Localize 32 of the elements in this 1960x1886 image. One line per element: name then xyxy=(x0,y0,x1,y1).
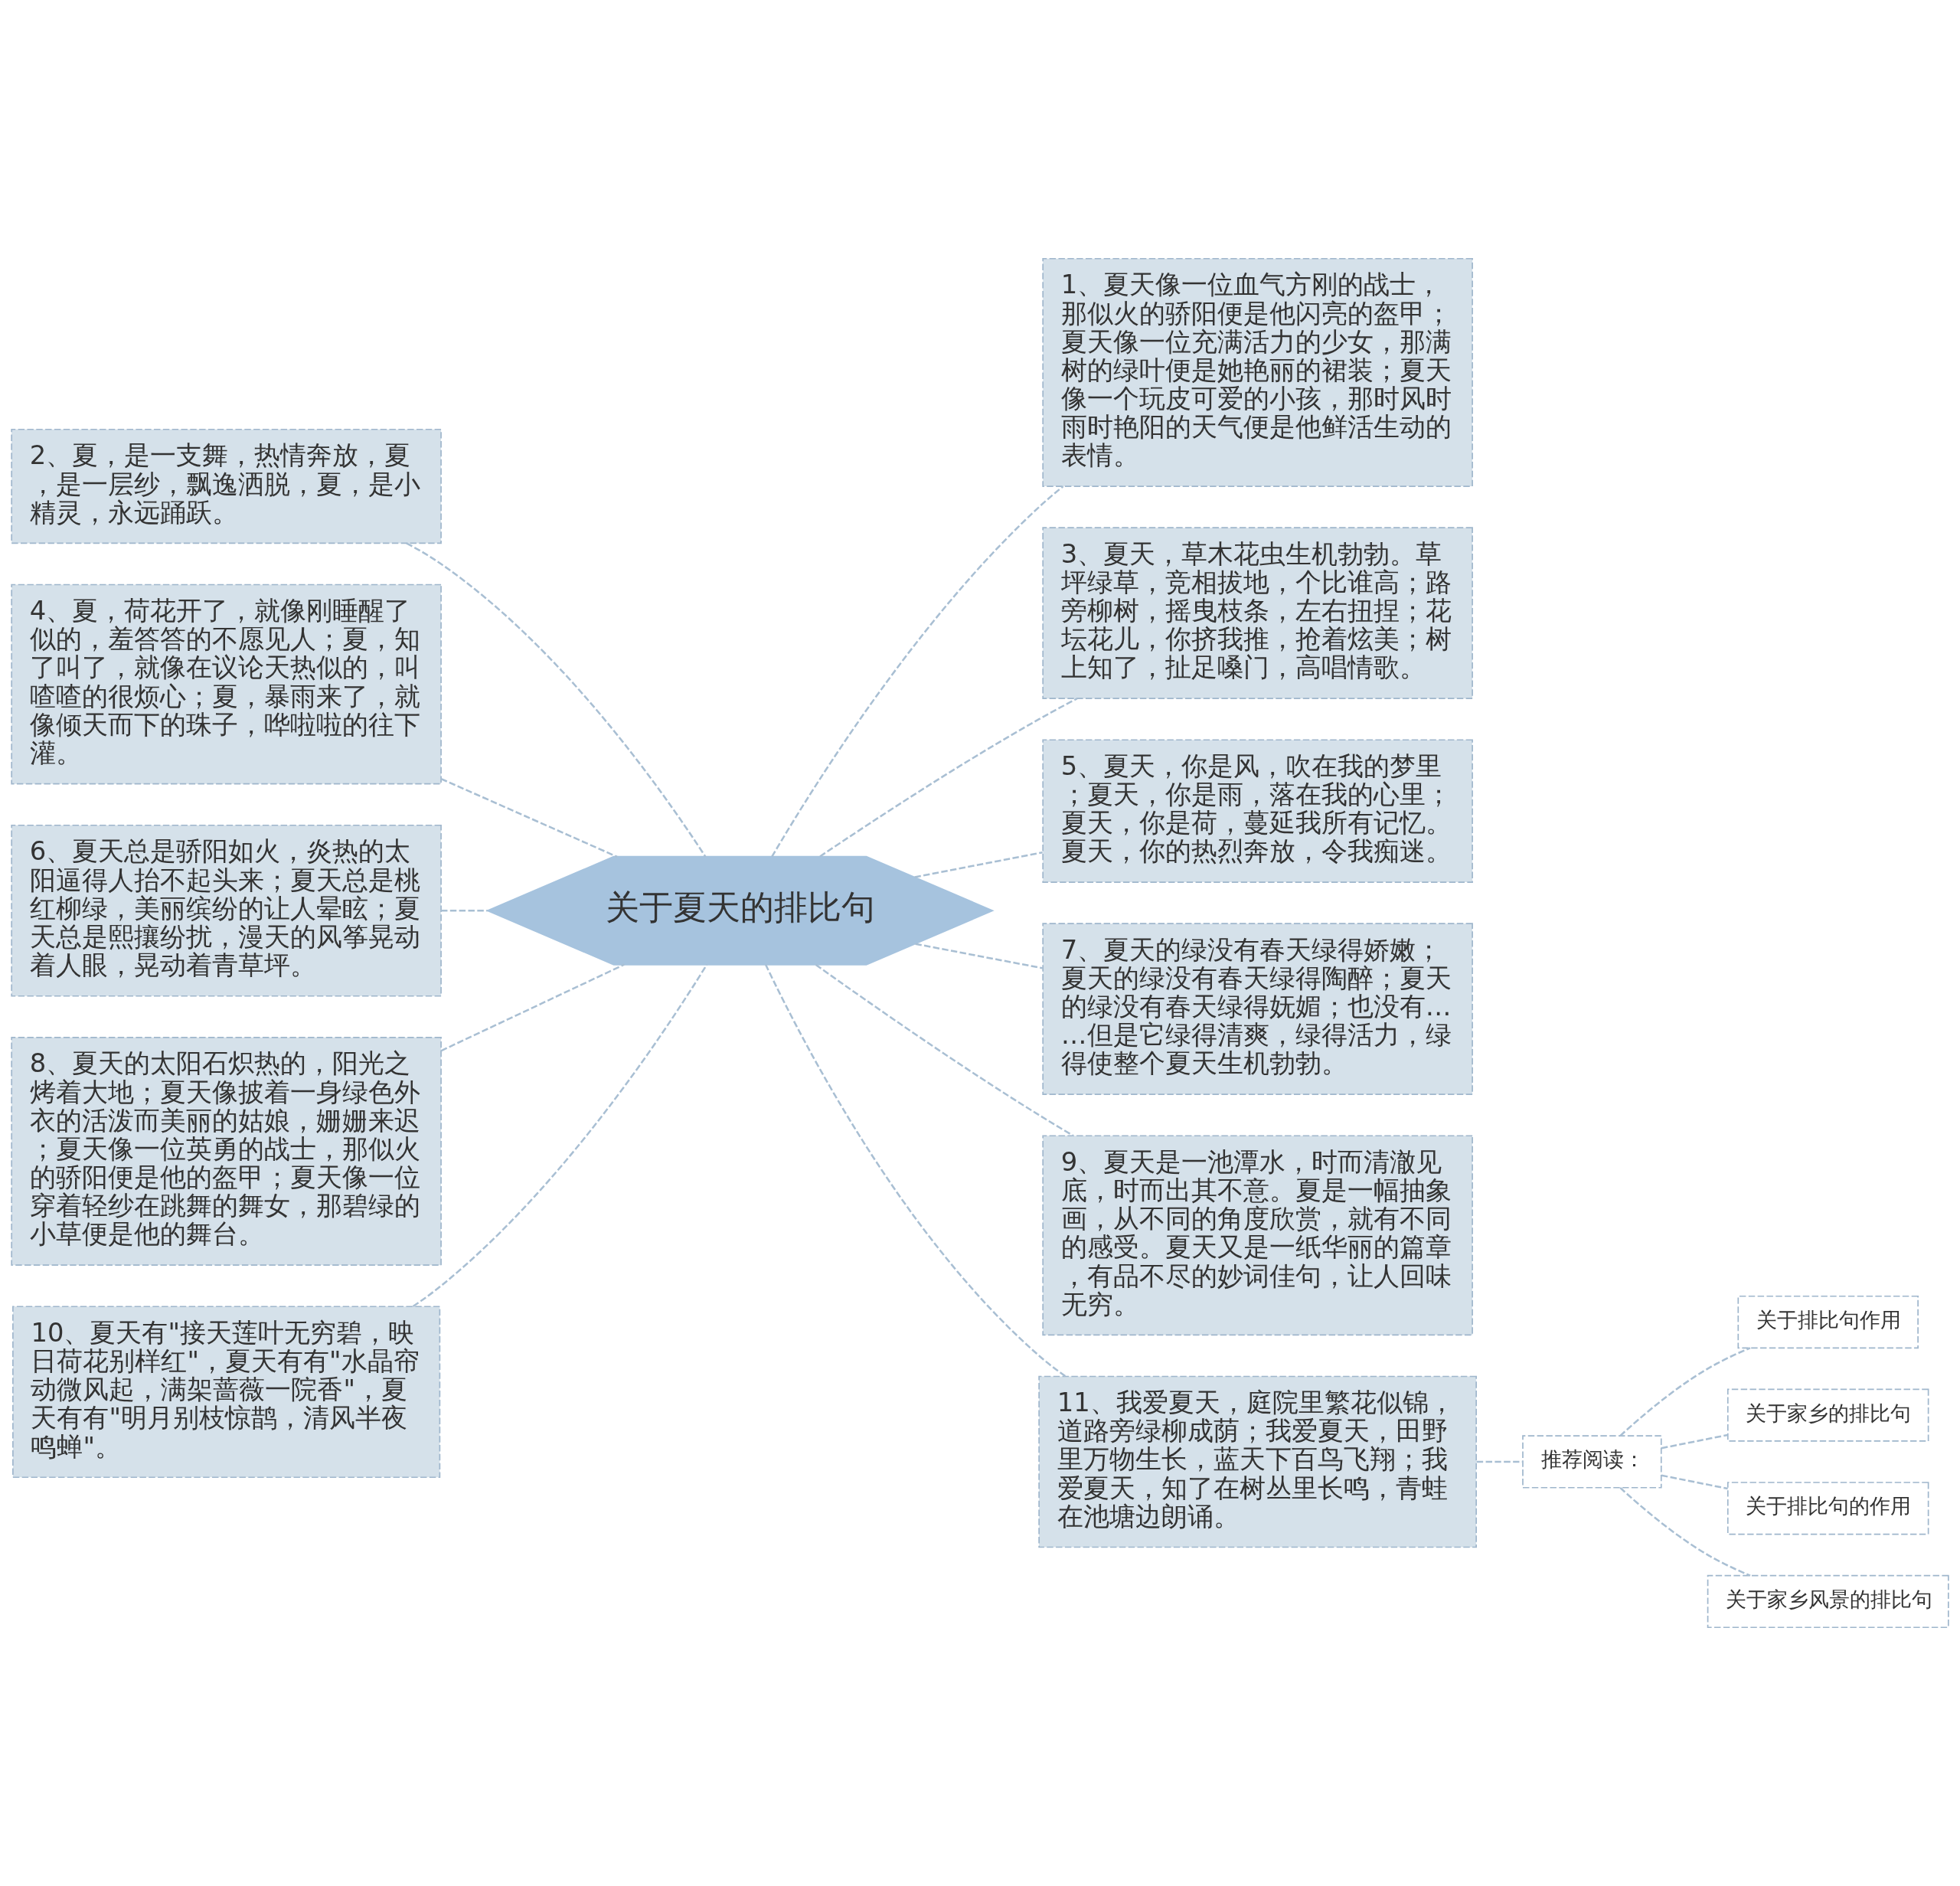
node-box: 9、夏天是一池潭水，时而清澈见底，时而出其不意。夏是一幅抽象画，从不同的角度欣赏，就有不同的感受。夏天又是一纸华丽的篇章，有品不尽的妙词佳句，让人回味无穷。 xyxy=(1042,1135,1473,1336)
connector xyxy=(1619,1347,1751,1437)
node-box: 关于家乡的排比句 xyxy=(1726,1388,1929,1442)
node-box: 关于家乡风景的排比句 xyxy=(1707,1574,1949,1629)
connector xyxy=(819,698,1078,858)
node-box: 1、夏天像一位血气方刚的战士，那似火的骄阳便是他闪亮的盔甲；夏天像一位充满活力的少女，那满树的绿叶便是她艳丽的裙装；夏天像一个玩皮可爱的小孩，那时风时雨时艳阳的天气便是他鲜活生动的表情。 xyxy=(1042,257,1473,487)
node-box: 5、夏天，你是风，吹在我的梦里；夏天，你是雨，落在我的心里；夏天，你是荷，蔓延我所有记忆。夏天，你的热烈奔放，令我痴迷。 xyxy=(1042,739,1473,883)
node-box: 10、夏天有"接天莲叶无穷碧，映日荷花别样红"，夏天有有"水晶帘动微风起，满架蔷薇一院香"，夏天有有"明月别枝惊鹊，清风半夜鸣蝉"。 xyxy=(12,1306,441,1479)
connector xyxy=(440,777,618,858)
node-box: 3、夏天，草木花虫生机勃勃。草坪绿草，竞相拔地，个比谁高；路旁柳树，摇曳枝条，左右扭捏；花坛花儿，你挤我推，抢着炫美；树上知了，扯足嗓门，高唱情歌。 xyxy=(1042,527,1473,700)
node-box: 11、我爱夏天，庭院里繁花似锦，道路旁绿柳成荫；我爱夏天，田野里万物生长，蓝天下百鸟飞翔；我爱夏天，知了在树丛里长鸣，青蛙在池塘边朗诵。 xyxy=(1038,1375,1477,1548)
connector xyxy=(815,963,1074,1137)
connector xyxy=(441,910,488,912)
node-box: 7、夏天的绿没有春天绿得娇嫩；夏天的绿没有春天绿得陶醉；夏天的绿没有春天绿得妩媚；也没有……但是它绿得清爽，绿得活力，绿得使整个夏天生机勃勃。 xyxy=(1042,923,1473,1095)
node-box: 8、夏天的太阳石炽热的，阳光之烤着大地；夏天像披着一身绿色外衣的活泼而美丽的姑娘，姗姗来迟；夏天像一位英勇的战士，那似火的骄阳便是他的盔甲；夏天像一位穿着轻纱在跳舞的舞女，那碧绿的小草便是他的舞台。 xyxy=(11,1037,442,1267)
connector xyxy=(1661,1433,1728,1450)
node-box: 推荐阅读： xyxy=(1522,1435,1662,1489)
connector xyxy=(412,964,708,1308)
node-box: 关于排比句的作用 xyxy=(1726,1482,1929,1535)
connector xyxy=(915,943,1043,969)
node-box: 关于排比句作用 xyxy=(1737,1295,1919,1349)
connector xyxy=(440,963,625,1052)
connector xyxy=(1476,1460,1523,1463)
connector xyxy=(764,964,1067,1378)
node-box: 4、夏，荷花开了，就像刚睡醒了似的，羞答答的不愿见人；夏，知了叫了，就像在议论天热似的，叫喳喳的很烦心；夏，暴雨来了，就像倾天而下的珠子，哗啦啦的往下灌。 xyxy=(11,583,442,785)
node-box: 2、夏，是一支舞，热情奔放，夏，是一层纱，飘逸洒脱，夏，是小精灵，永远踊跃。 xyxy=(11,428,442,544)
node-box: 6、夏天总是骄阳如火，炎热的太阳逼得人抬不起头来；夏天总是桃红柳绿，美丽缤纷的让人晕眩；夏天总是熙攘纷扰，漫天的风筝晃动着人眼，晃动着青草坪。 xyxy=(11,824,442,997)
connector xyxy=(771,485,1064,858)
connector xyxy=(1661,1474,1728,1490)
connector xyxy=(406,542,707,858)
connector xyxy=(1619,1486,1751,1577)
connector xyxy=(914,851,1043,878)
